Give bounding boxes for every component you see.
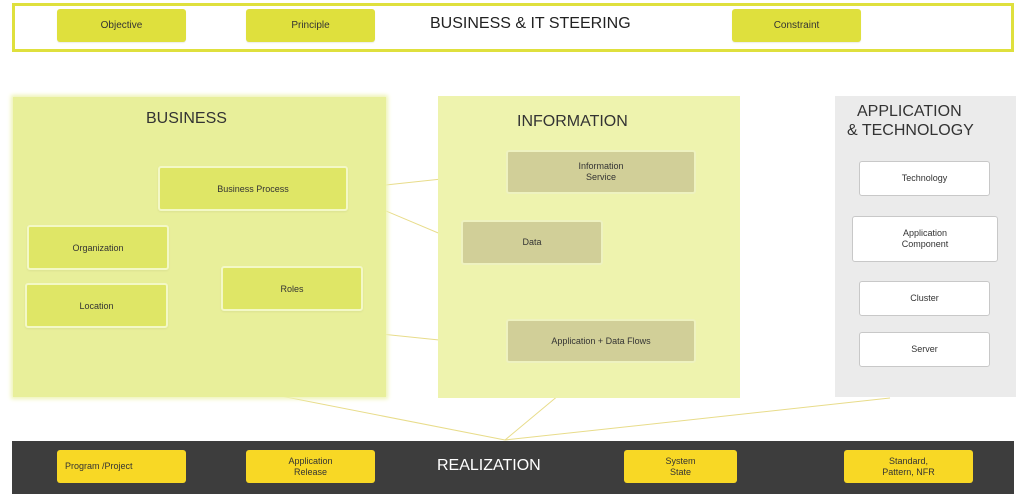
server-label: Server [911, 344, 938, 354]
information-service-label: Information Service [578, 161, 624, 182]
organization-label: Organization [72, 242, 124, 253]
location-node[interactable]: Location [25, 283, 168, 328]
system-state-node[interactable]: System State [624, 450, 737, 483]
cluster-label: Cluster [910, 293, 939, 303]
application-component-label: Application Component [901, 228, 949, 249]
objective-label: Objective [100, 20, 143, 31]
principle-box[interactable]: Principle [246, 9, 375, 42]
business-process-node[interactable]: Business Process [158, 166, 348, 211]
roles-label: Roles [280, 283, 304, 294]
application-release-node[interactable]: Application Release [246, 450, 375, 483]
connector-business-realization [249, 389, 506, 441]
application-data-flows-node[interactable]: Application + Data Flows [506, 319, 696, 363]
objective-box[interactable]: Objective [57, 9, 186, 42]
application-data-flows-label: Application + Data Flows [551, 335, 651, 346]
cluster-node[interactable]: Cluster [859, 281, 990, 316]
technology-node[interactable]: Technology [859, 161, 990, 196]
app-tech-title-line1: APPLICATION [857, 103, 962, 120]
location-label: Location [79, 300, 114, 311]
connector-apptech-realization [504, 397, 891, 441]
roles-node[interactable]: Roles [221, 266, 363, 311]
constraint-label: Constraint [773, 20, 820, 31]
steering-title: BUSINESS & IT STEERING [430, 15, 631, 32]
realization-title: REALIZATION [437, 457, 541, 474]
data-label: Data [522, 237, 542, 247]
business-title: BUSINESS [146, 110, 227, 127]
system-state-label: System State [665, 455, 696, 477]
organization-node[interactable]: Organization [27, 225, 169, 270]
application-release-label: Application Release [288, 455, 333, 477]
program-project-node[interactable]: Program /Project [57, 450, 186, 483]
standard-pattern-nfr-node[interactable]: Standard, Pattern, NFR [844, 450, 973, 483]
principle-label: Principle [291, 20, 330, 31]
information-title: INFORMATION [517, 113, 628, 130]
connector-information-realization [504, 389, 566, 441]
server-node[interactable]: Server [859, 332, 990, 367]
data-node[interactable]: Data [461, 220, 603, 265]
program-project-label: Program /Project [65, 461, 133, 471]
constraint-box[interactable]: Constraint [732, 9, 861, 42]
app-tech-title-line2: & TECHNOLOGY [847, 122, 974, 139]
technology-label: Technology [901, 173, 948, 183]
information-service-node[interactable]: Information Service [506, 150, 696, 194]
business-process-label: Business Process [217, 183, 289, 194]
standard-pattern-nfr-label: Standard, Pattern, NFR [882, 455, 935, 477]
application-component-node[interactable]: Application Component [852, 216, 998, 262]
